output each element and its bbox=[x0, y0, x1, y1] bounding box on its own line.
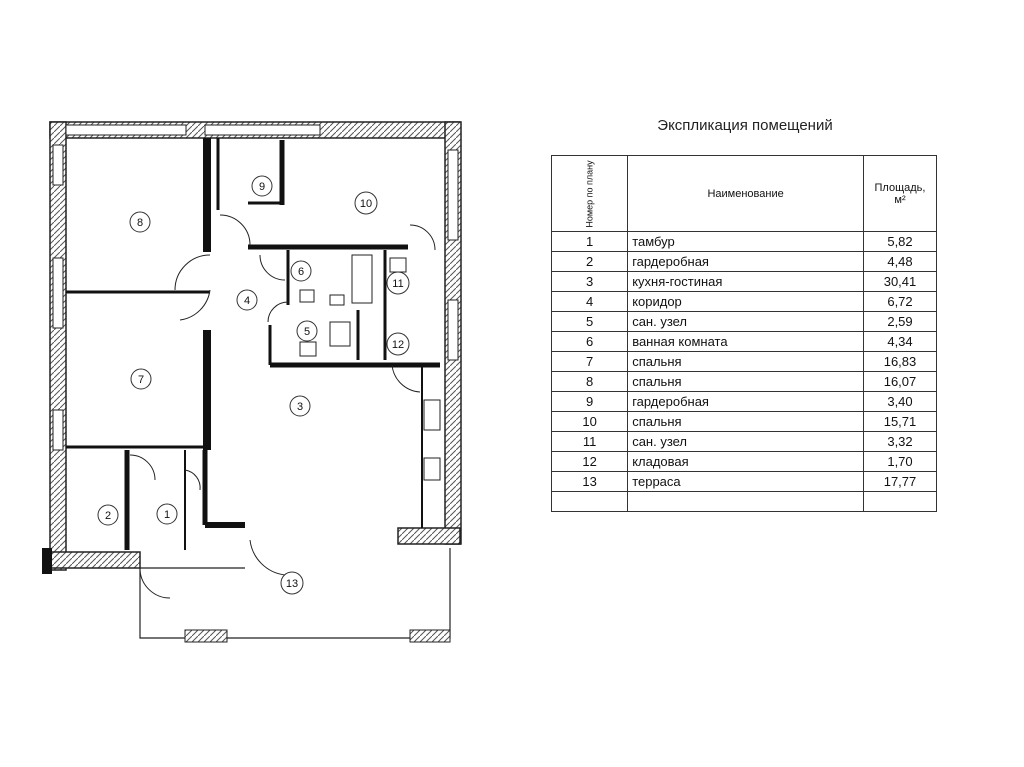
inner-walls bbox=[66, 138, 440, 550]
svg-text:9: 9 bbox=[259, 181, 265, 193]
header-area: Площадь, м² bbox=[863, 155, 937, 232]
room-label-7: 7 bbox=[130, 368, 152, 390]
table-header-row: Номер по плану Наименование Площадь, м² bbox=[550, 155, 937, 232]
room-labels: 1 2 3 4 5 6 7 8 9 10 11 12 13 bbox=[97, 175, 410, 595]
svg-text:3: 3 bbox=[297, 401, 303, 413]
explication-title: Экспликация помещений bbox=[657, 117, 833, 134]
svg-text:6: 6 bbox=[298, 266, 304, 278]
header-name: Наименование bbox=[627, 155, 864, 232]
svg-text:12: 12 bbox=[392, 339, 404, 351]
header-number: Номер по плану bbox=[550, 155, 629, 232]
svg-text:13: 13 bbox=[286, 578, 298, 590]
room-label-6: 6 bbox=[290, 260, 312, 282]
room-label-13: 13 bbox=[280, 571, 304, 595]
svg-text:10: 10 bbox=[360, 198, 372, 210]
floor-plan: 1 2 3 4 5 6 7 8 9 10 11 12 13 bbox=[42, 121, 462, 643]
room-label-5: 5 bbox=[296, 320, 318, 342]
room-label-3: 3 bbox=[289, 395, 311, 417]
svg-text:1: 1 bbox=[164, 509, 170, 521]
terrace-outline bbox=[139, 548, 451, 639]
room-label-1: 1 bbox=[156, 503, 178, 525]
svg-text:7: 7 bbox=[138, 374, 144, 386]
room-label-12: 12 bbox=[386, 332, 410, 356]
svg-text:5: 5 bbox=[304, 326, 310, 338]
room-label-10: 10 bbox=[354, 191, 378, 215]
svg-text:8: 8 bbox=[137, 217, 143, 229]
room-label-2: 2 bbox=[97, 504, 119, 526]
explication-table: Номер по плану Наименование Площадь, м² … bbox=[550, 155, 937, 512]
room-label-11: 11 bbox=[386, 271, 410, 295]
room-label-9: 9 bbox=[251, 175, 273, 197]
table-row bbox=[550, 491, 937, 512]
svg-text:11: 11 bbox=[392, 278, 403, 290]
room-label-4: 4 bbox=[236, 289, 258, 311]
svg-text:4: 4 bbox=[244, 295, 250, 307]
svg-text:2: 2 bbox=[105, 510, 111, 522]
room-label-8: 8 bbox=[129, 211, 151, 233]
